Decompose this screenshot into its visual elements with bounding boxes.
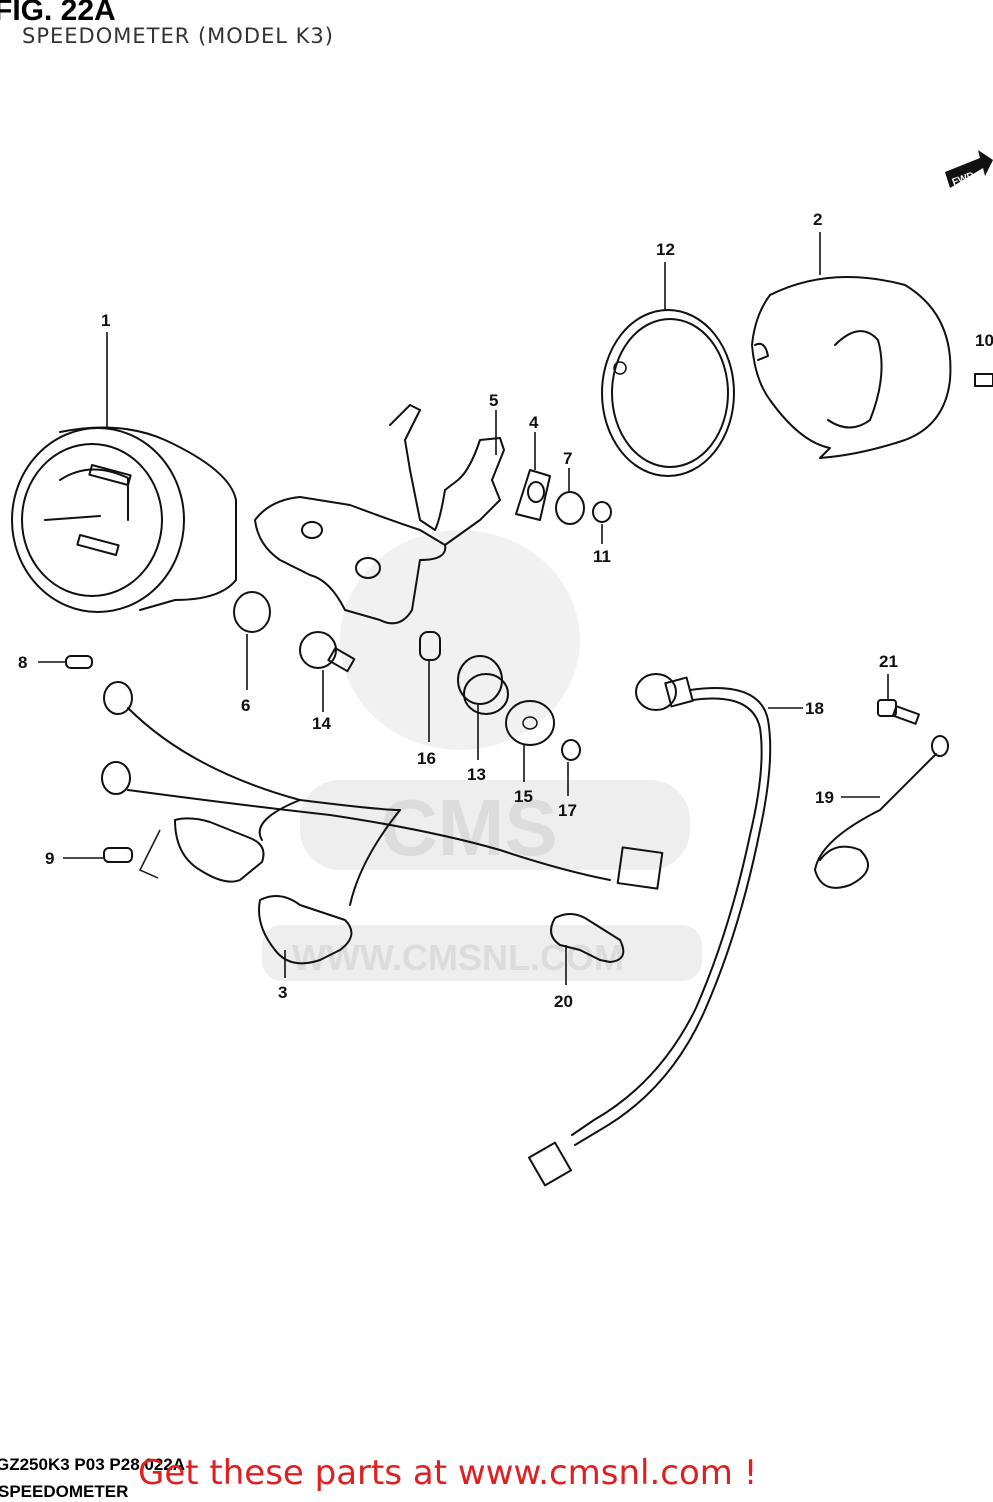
part-11-nut[interactable] (592, 501, 612, 523)
callout-numbers: 1 2 3 4 5 6 7 8 9 10 11 12 13 14 15 16 1… (18, 210, 993, 1011)
part-14-bulb[interactable] (299, 631, 356, 673)
part-19-spring[interactable] (814, 735, 949, 889)
callout-20: 20 (554, 992, 573, 1011)
callout-21: 21 (879, 652, 898, 671)
part-20-clamp[interactable] (550, 913, 625, 963)
forward-arrow-icon: FWD (945, 150, 993, 188)
part-16-bulb[interactable] (419, 631, 441, 661)
callout-15: 15 (514, 787, 533, 806)
callout-14: 14 (312, 714, 331, 733)
watermark: CMS WWW.CMSNL.COM (262, 530, 702, 981)
figure-title: FIG. 22A (0, 0, 116, 27)
callout-11: 11 (593, 547, 611, 566)
diagram-code: GZ250K3 P03 P28 022A (0, 1455, 186, 1474)
callout-6: 6 (241, 696, 250, 715)
callout-12: 12 (656, 240, 675, 259)
callout-4: 4 (529, 413, 539, 432)
part-10-screw[interactable] (974, 373, 993, 387)
callout-16: 16 (417, 749, 436, 768)
callout-1: 1 (101, 311, 110, 330)
figure-subtitle: SPEEDOMETER (MODEL K3) (22, 24, 334, 48)
cmsnl-parts-link[interactable]: Get these parts at www.cmsnl.com ! (138, 1453, 758, 1493)
part-2-meter-case[interactable] (751, 276, 952, 459)
watermark-url: WWW.CMSNL.COM (292, 937, 624, 978)
part-12-ring[interactable] (601, 309, 735, 477)
part-1-speedometer[interactable] (11, 426, 237, 613)
callout-19: 19 (815, 788, 834, 807)
part-17-nut[interactable] (561, 739, 581, 761)
callout-9: 9 (45, 849, 54, 868)
wire-harness[interactable] (101, 681, 664, 965)
leader-lines (38, 232, 889, 985)
callout-10: 10 (975, 331, 993, 350)
callout-17: 17 (558, 801, 577, 820)
callout-2: 2 (813, 210, 822, 229)
callout-13: 13 (467, 765, 486, 784)
part-8-bulb[interactable] (65, 655, 93, 669)
callout-8: 8 (18, 653, 27, 672)
part-21-bolt[interactable] (877, 699, 920, 725)
callout-5: 5 (489, 391, 498, 410)
callout-7: 7 (563, 449, 572, 468)
part-15-washer[interactable] (505, 700, 555, 746)
part-4-grommet[interactable] (515, 469, 551, 521)
part-7-washer[interactable] (555, 491, 585, 525)
diagram-name: SPEEDOMETER (0, 1482, 129, 1501)
watermark-brand: CMS (380, 783, 558, 872)
part-18-speedometer-cable[interactable] (528, 673, 772, 1187)
part-5-bracket[interactable] (254, 404, 505, 625)
part-13-socket[interactable] (457, 655, 509, 715)
callout-3: 3 (278, 983, 287, 1002)
callout-18: 18 (805, 699, 824, 718)
part-9-bulb[interactable] (103, 847, 133, 863)
part-6-cushion[interactable] (233, 591, 271, 633)
